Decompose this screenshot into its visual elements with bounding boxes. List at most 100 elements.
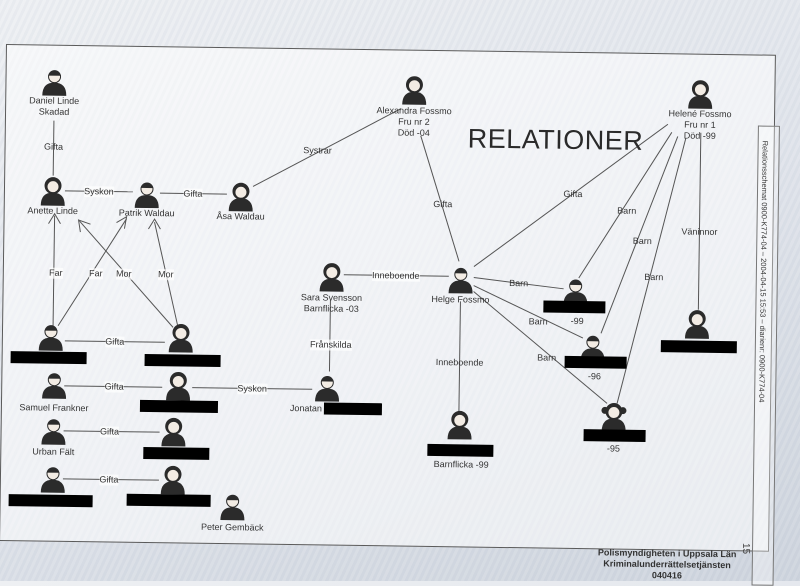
person-alexandra-fossmo-note: Fru nr 2 <box>398 116 430 127</box>
label-vaninnor: Väninnor <box>681 226 718 237</box>
arrowhead-far-anette <box>48 212 61 225</box>
arrowhead-mor-patrik <box>148 218 161 230</box>
redaction-bar <box>543 300 606 314</box>
label-mor: Mor <box>157 269 174 281</box>
label-syskon: Syskon <box>237 383 268 395</box>
edge-helene-friend <box>697 132 702 310</box>
person-child-96-note: -96 <box>587 371 601 382</box>
page-title: RELATIONER <box>467 123 644 156</box>
person-child-95-note: -95 <box>606 443 620 454</box>
person-icon <box>315 376 340 402</box>
arrowhead-far-patrik <box>116 215 128 229</box>
person-icon <box>42 373 67 399</box>
person-alexandra-fossmo-name: Alexandra Fossmo <box>376 105 452 117</box>
edge-helene-child99 <box>578 132 673 279</box>
person-anette-linde-name: Anette Linde <box>27 205 79 217</box>
label-gifta: Gifta <box>433 198 453 210</box>
edge-helene-child96 <box>600 136 679 334</box>
person-asa-waldau-name: Åsa Waldau <box>216 210 265 222</box>
label-far: Far <box>48 267 63 279</box>
person-icon <box>448 267 473 294</box>
person-icon <box>447 410 472 440</box>
label-inneboende: Inneboende <box>371 270 420 282</box>
person-daniel-linde-name: Daniel Linde <box>29 95 80 107</box>
label-mor: Mor <box>115 268 132 280</box>
redaction-bar <box>427 443 494 457</box>
relation-chart-sheet: RELATIONER Gifta Syskon Gifta Systrar Gi… <box>0 44 780 586</box>
edge-alexandra-helge <box>420 135 460 262</box>
redaction-bar <box>143 446 210 460</box>
person-icon <box>40 177 65 206</box>
person-icon <box>42 70 67 96</box>
label-inneboende: Inneboende <box>435 357 484 368</box>
edge-helge-barnflicka <box>458 301 461 417</box>
edge-daniel-anette <box>52 120 55 176</box>
person-child-99-note: -99 <box>570 315 584 327</box>
person-icon <box>166 371 191 401</box>
person-icon <box>168 323 193 353</box>
label-gifta: Gifta <box>183 188 203 200</box>
person-sara-svensson-note: Barnflicka -03 <box>303 303 359 314</box>
person-icon <box>220 494 245 521</box>
label-syskon: Syskon <box>84 186 114 198</box>
person-barnflicka-name: Barnflicka -99 <box>433 459 489 470</box>
footer-date: 040416 <box>651 570 682 581</box>
label-barn: Barn <box>528 316 548 327</box>
person-sara-svensson-name: Sara Svensson <box>300 292 363 303</box>
redaction-bar <box>126 493 211 507</box>
label-barn: Barn <box>632 235 652 247</box>
arrowhead-mor-anette <box>77 219 91 233</box>
label-gifta: Gifta <box>104 381 124 393</box>
edge-sara-jonatan <box>328 299 331 372</box>
label-franskilda: Frånskilda <box>309 339 352 351</box>
person-alexandra-fossmo-note2: Död -04 <box>397 127 430 138</box>
person-daniel-linde-note: Skadad <box>38 106 70 117</box>
label-barn: Barn <box>617 205 637 216</box>
person-icon <box>38 325 63 351</box>
person-peter-gemback-name: Peter Gembäck <box>200 521 264 533</box>
edge-helene-child95 <box>616 138 687 404</box>
label-far: Far <box>88 268 103 280</box>
person-icon <box>601 403 627 432</box>
label-gifta: Gifta <box>43 141 64 152</box>
redaction-bar <box>583 429 646 442</box>
label-gifta: Gifta <box>99 474 119 486</box>
redaction-bar <box>8 494 93 508</box>
person-icon <box>161 417 186 447</box>
edge-helge-child96 <box>473 285 584 339</box>
person-samuel-frankner-name: Samuel Frankner <box>19 402 89 414</box>
edge-helge-child99 <box>473 277 564 290</box>
person-helene-fossmo-note: Fru nr 1 <box>684 119 716 130</box>
person-icon <box>160 465 185 495</box>
person-icon <box>228 182 253 212</box>
edge-helene-helge <box>473 123 669 267</box>
label-barn: Barn <box>509 278 529 289</box>
edge-asa-alexandra <box>252 108 402 187</box>
relation-diagram <box>38 70 713 521</box>
person-icon <box>684 310 709 339</box>
label-gifta: Gifta <box>100 426 120 438</box>
label-systrar: Systrar <box>303 145 332 156</box>
label-barn: Barn <box>537 352 557 363</box>
stamp-text: Relationsschemat 0900-K774-04 – 2004-04-… <box>757 140 770 403</box>
redaction-bar <box>564 355 627 369</box>
person-icon <box>40 467 65 493</box>
person-patrik-waldau-name: Patrik Waldau <box>118 207 175 219</box>
label-barn: Barn <box>644 271 664 283</box>
page-number: 15 <box>740 542 752 555</box>
redaction-bar <box>139 399 219 413</box>
person-helene-fossmo-name: Helené Fossmo <box>668 108 732 120</box>
person-icon <box>134 182 159 209</box>
edge-helge-child95 <box>473 291 608 404</box>
footer-block: Polismyndigheten i Uppsala Län Kriminalu… <box>598 547 737 582</box>
label-gifta: Gifta <box>563 188 583 200</box>
person-urban-falt-name: Urban Fält <box>32 446 75 457</box>
person-icon <box>688 80 713 109</box>
redaction-bar <box>660 340 737 354</box>
label-gifta: Gifta <box>105 336 125 348</box>
redaction-bar <box>144 353 221 368</box>
person-icon <box>402 76 427 105</box>
redaction-bar <box>323 402 383 416</box>
person-jonatan-name: Jonatan <box>289 403 323 414</box>
person-helene-fossmo-note2: Död -99 <box>683 130 716 141</box>
